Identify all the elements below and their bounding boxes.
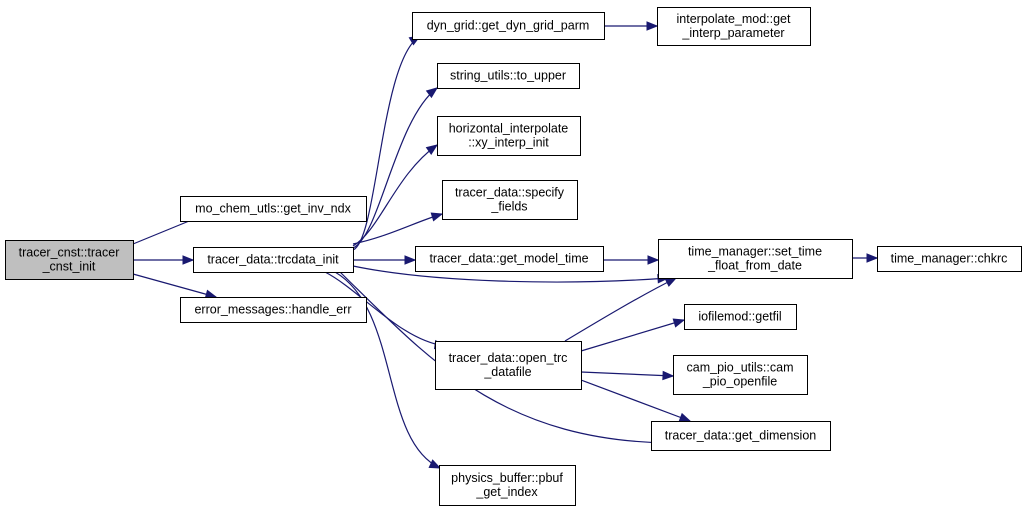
node-label: time_manager::set_time: [688, 245, 822, 259]
node-label: ::xy_interp_init: [468, 136, 549, 150]
node-box: [180, 297, 367, 323]
edge-line: [324, 271, 446, 347]
arrowhead-icon: [404, 255, 417, 265]
edge-root-to-err: [132, 273, 218, 299]
node-label: tracer_cnst::tracer: [19, 246, 120, 260]
node-label: tracer_data::trcdata_init: [207, 253, 339, 267]
node-interp[interactable]: interpolate_mod::get_interp_parameter: [657, 7, 811, 46]
node-label: tracer_data::get_model_time: [429, 252, 588, 266]
arrowhead-icon: [425, 144, 439, 155]
arrowhead-icon: [678, 412, 692, 422]
node-box: [439, 465, 576, 506]
node-getdim[interactable]: tracer_data::get_dimension: [651, 421, 831, 451]
node-label: _get_index: [475, 485, 538, 499]
node-box: [877, 246, 1022, 272]
edge-trc-to-upper: [352, 87, 439, 249]
edge-trc-to-gmt: [353, 255, 417, 265]
node-label: interpolate_mod::get: [677, 12, 791, 26]
edge-line: [352, 265, 669, 283]
edge-open-to-getfil: [580, 318, 686, 352]
node-trc[interactable]: tracer_data::trcdata_init: [193, 247, 354, 273]
node-label: error_messages::handle_err: [194, 303, 351, 317]
node-label: string_utils::to_upper: [450, 69, 566, 83]
node-box: [412, 12, 605, 40]
node-pbuf[interactable]: physics_buffer::pbuf_get_index: [439, 465, 576, 506]
node-box: [673, 355, 808, 395]
node-gmt[interactable]: tracer_data::get_model_time: [415, 246, 604, 272]
node-chkrc[interactable]: time_manager::chkrc: [877, 246, 1022, 272]
edge-trc-to-spec: [352, 212, 444, 245]
node-label: cam_pio_utils::cam: [687, 361, 794, 375]
arrowhead-icon: [866, 253, 879, 263]
arrowhead-icon: [647, 255, 660, 265]
node-label: physics_buffer::pbuf: [451, 471, 563, 485]
node-err[interactable]: error_messages::handle_err: [180, 297, 367, 323]
node-label: tracer_data::get_dimension: [665, 429, 817, 443]
edge-line: [580, 319, 685, 352]
node-campio[interactable]: cam_pio_utils::cam_pio_openfile: [673, 355, 808, 395]
node-settime[interactable]: time_manager::set_time_float_from_date: [658, 239, 853, 279]
node-label: time_manager::chkrc: [891, 252, 1008, 266]
edge-root-to-trc: [133, 255, 195, 265]
node-label: dyn_grid::get_dyn_grid_parm: [427, 19, 590, 33]
node-getfil[interactable]: iofilemod::getfil: [684, 304, 797, 330]
node-spec[interactable]: tracer_data::specify_fields: [442, 180, 578, 220]
node-hint[interactable]: horizontal_interpolate::xy_interp_init: [437, 116, 581, 156]
edge-trc-to-hint: [352, 144, 439, 247]
edge-open-to-getdim: [580, 379, 692, 422]
node-label: tracer_data::specify: [455, 186, 565, 200]
arrowhead-icon: [662, 370, 675, 381]
edge-line: [352, 144, 438, 247]
node-box: [437, 63, 580, 89]
node-box: [415, 246, 604, 272]
node-box: [658, 239, 853, 279]
arrowhead-icon: [182, 255, 195, 265]
node-label: _float_from_date: [707, 259, 802, 273]
edge-line: [564, 277, 677, 342]
node-dyn[interactable]: dyn_grid::get_dyn_grid_parm: [412, 12, 605, 40]
edge-line: [580, 371, 674, 377]
arrowhead-icon: [430, 212, 444, 222]
node-box: [657, 7, 811, 46]
arrowhead-icon: [672, 318, 686, 328]
node-open[interactable]: tracer_data::open_trc_datafile: [435, 341, 582, 390]
edge-trc-to-pbuf: [334, 271, 442, 469]
arrowhead-icon: [646, 21, 659, 31]
arrowhead-icon: [664, 277, 678, 287]
node-label: horizontal_interpolate: [449, 122, 569, 136]
edge-gmt-to-settime: [603, 255, 660, 265]
node-label: mo_chem_utls::get_inv_ndx: [195, 202, 351, 216]
node-inv[interactable]: mo_chem_utls::get_inv_ndx: [180, 196, 367, 222]
node-box: [435, 341, 582, 390]
edge-line: [352, 87, 438, 249]
node-box: [442, 180, 578, 220]
node-root[interactable]: tracer_cnst::tracer_cnst_init: [5, 240, 134, 280]
edge-settime-to-chkrc: [852, 253, 879, 263]
node-label: _fields: [490, 200, 527, 214]
edge-open-to-campio: [580, 370, 675, 381]
node-layer: tracer_cnst::tracer_cnst_init mo_chem_utl…: [5, 7, 1022, 506]
edge-line: [334, 271, 441, 469]
arrowhead-icon: [428, 459, 442, 469]
node-label: tracer_data::open_trc: [449, 351, 568, 365]
node-box: [684, 304, 797, 330]
node-label: _cnst_init: [42, 260, 96, 274]
node-label: iofilemod::getfil: [698, 310, 781, 324]
arrowhead-icon: [425, 87, 439, 99]
node-upper[interactable]: string_utils::to_upper: [437, 63, 580, 89]
node-label: _interp_parameter: [681, 26, 784, 40]
node-label: _pio_openfile: [702, 375, 777, 389]
node-label: _datafile: [483, 365, 531, 379]
node-box: [5, 240, 134, 280]
node-box: [193, 247, 354, 273]
node-box: [651, 421, 831, 451]
edge-line: [132, 273, 217, 298]
node-box: [180, 196, 367, 222]
edge-line: [580, 379, 691, 422]
edge-dyn-to-interp: [604, 21, 659, 31]
edge-open-to-settime: [564, 277, 678, 342]
node-box: [437, 116, 581, 156]
